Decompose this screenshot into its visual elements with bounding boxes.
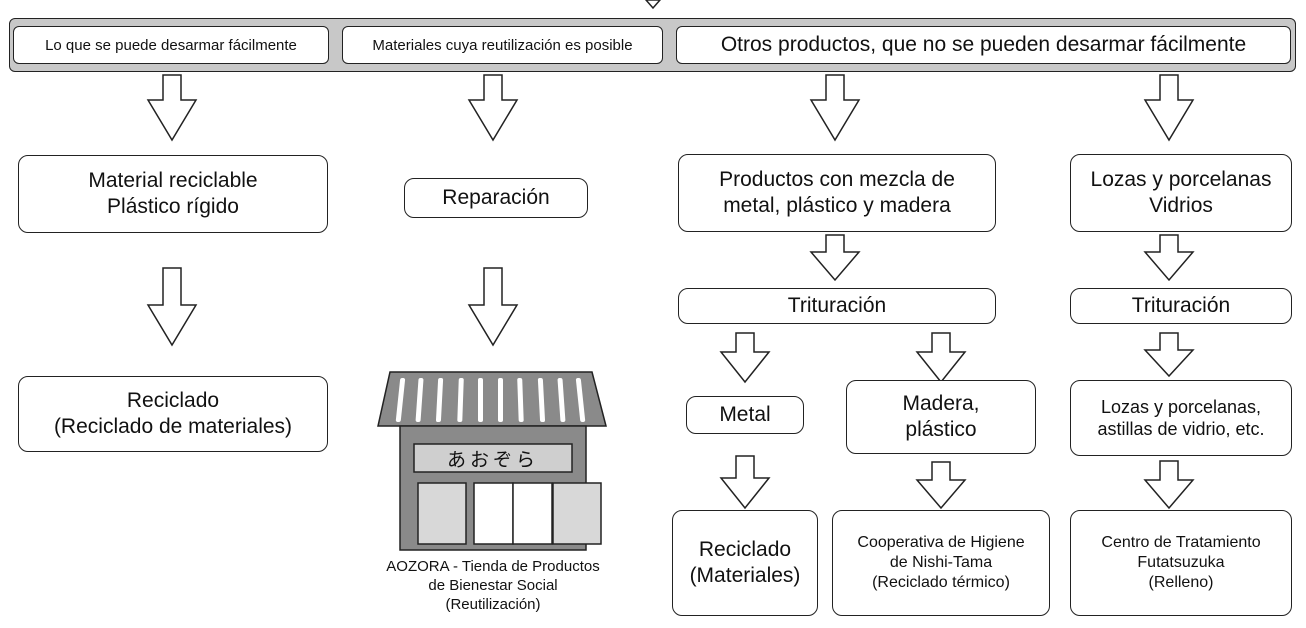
crushing-box-col4: Trituración <box>1070 288 1292 324</box>
metal-recycling-box: Reciclado (Materiales) <box>672 510 818 616</box>
futatsuzuka-box: Centro de Tratamiento Futatsuzuka (Relle… <box>1070 510 1292 616</box>
awning-stripes <box>395 378 586 422</box>
arrow-band-col4 <box>1143 74 1195 142</box>
recyclable-material-box: Material reciclable Plástico rígido <box>18 155 328 233</box>
shop-sign-text: あおぞら <box>446 448 539 471</box>
arrow-col3-wood-to-result <box>915 461 967 510</box>
category-easy-disassembly: Lo que se puede desarmar fácilmente <box>13 26 329 64</box>
repair-box: Reparación <box>404 178 588 218</box>
arrow-col1-material-to-result <box>146 267 198 347</box>
arrow-col4-crushing-to-chips <box>1143 332 1195 378</box>
arrow-col3-crushing-to-wood <box>915 332 967 384</box>
shop-sign-board <box>413 443 573 473</box>
ceramics-glass-box: Lozas y porcelanas Vidrios <box>1070 154 1292 232</box>
arrow-col3-crushing-to-metal <box>719 332 771 384</box>
shop-door-left <box>473 482 514 545</box>
arrow-band-col3 <box>809 74 861 142</box>
arrow-col2-repair-to-shop <box>467 267 519 347</box>
shop-caption: AOZORA - Tienda de Productos de Bienesta… <box>386 558 600 613</box>
arrow-band-col2 <box>467 74 519 142</box>
crushing-box-col3: Trituración <box>678 288 996 324</box>
shop-window-right <box>552 482 602 545</box>
arrow-col4-chips-to-result <box>1143 460 1195 510</box>
shop-awning <box>377 371 607 427</box>
category-hard-disassembly: Otros productos, que no se pueden desarm… <box>676 26 1291 64</box>
arrow-col3-products-to-crushing <box>809 234 861 282</box>
arrow-band-col1 <box>146 74 198 142</box>
mixed-products-box: Productos con mezcla de metal, plástico … <box>678 154 996 232</box>
shop-window-left <box>417 482 467 545</box>
arrow-top-in <box>645 0 661 10</box>
recycling-result-box: Reciclado (Reciclado de materiales) <box>18 376 328 452</box>
wood-plastic-box: Madera, plástico <box>846 380 1036 454</box>
arrow-col3-metal-to-result <box>719 455 771 510</box>
metal-box: Metal <box>686 396 804 434</box>
shop-door-right <box>512 482 553 545</box>
ceramic-chips-box: Lozas y porcelanas, astillas de vidrio, … <box>1070 380 1292 456</box>
category-reusable: Materiales cuya reutilización es posible <box>342 26 663 64</box>
nishi-tama-box: Cooperativa de Higiene de Nishi-Tama (Re… <box>832 510 1050 616</box>
arrow-col4-ceramics-to-crushing <box>1143 234 1195 282</box>
